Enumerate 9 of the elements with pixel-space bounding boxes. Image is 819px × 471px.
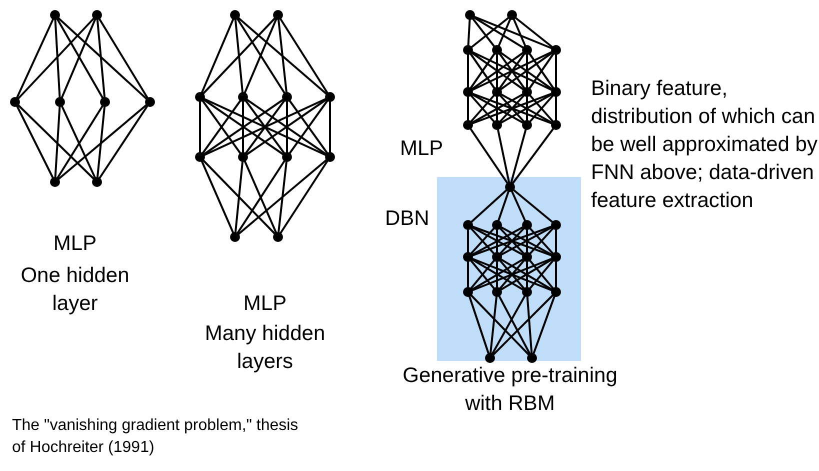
network-caption: Many hidden layers [204,321,326,375]
network-label: MLP [52,231,98,257]
note-text: The "vanishing gradient problem," thesis of Hochreiter (1991) [12,416,300,458]
network-caption: One hidden layer [20,263,130,317]
description-text: Binary feature, distribution of which can be well approximated by FNN above; data-driven feature extraction [591,76,818,214]
network-caption: Generative pre-training with RBM [402,363,618,417]
network-label: DBN [385,206,430,232]
network-label: MLP [400,136,444,162]
network-label: MLP [242,291,288,317]
